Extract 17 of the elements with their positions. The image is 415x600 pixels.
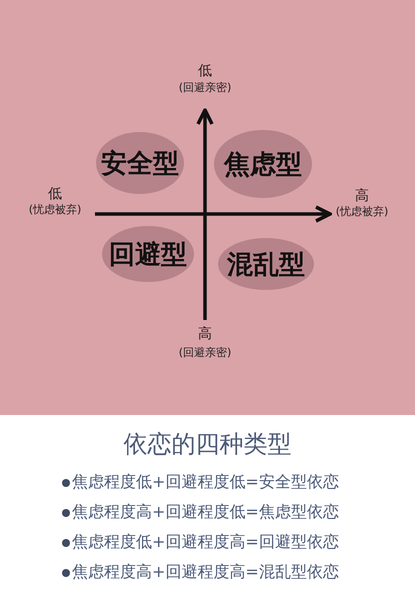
- axis-name-label: (回避亲密): [178, 345, 232, 360]
- quadrant-label: 焦虑型: [224, 148, 302, 182]
- axis-name-label: (回避亲密): [178, 80, 232, 95]
- quadrant-label: 安全型: [101, 148, 179, 180]
- axis-level-label: 高: [198, 325, 212, 343]
- axis-level-label: 高: [355, 187, 369, 205]
- axis-name-label: (忧虑被弃): [28, 202, 82, 217]
- quadrant-label: 回避型: [109, 238, 187, 272]
- bullet-text: 焦虑程度高+回避程度高=混乱型依恋: [72, 562, 339, 583]
- axis-name-label: (忧虑被弃): [336, 204, 388, 219]
- quadrant-label: 混乱型: [227, 248, 305, 282]
- axis-level-label: 低: [198, 62, 212, 80]
- bullet-text: 焦虑程度低+回避程度低=安全型依恋: [72, 472, 339, 493]
- bullet-text: 焦虑程度低+回避程度高=回避型依恋: [72, 532, 339, 553]
- bullet-text: 焦虑程度高+回避程度低=焦虑型依恋: [72, 502, 339, 523]
- axis-level-label: 低: [48, 185, 62, 203]
- title: 依恋的四种类型: [122, 429, 292, 460]
